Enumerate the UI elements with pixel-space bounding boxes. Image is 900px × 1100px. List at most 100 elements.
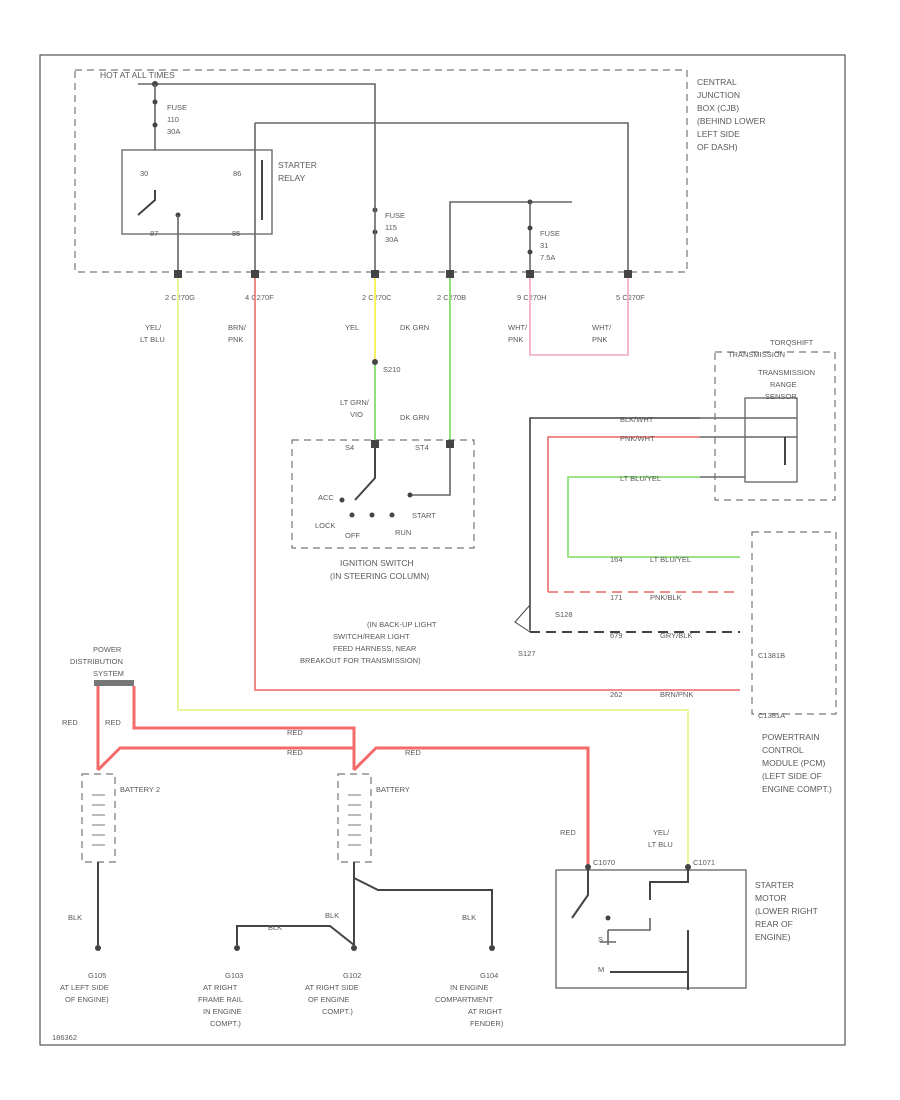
tr-pins	[700, 417, 797, 478]
svg-text:POWERTRAIN: POWERTRAIN	[762, 732, 819, 742]
conn-c270b: 2 C270B	[437, 293, 466, 302]
svg-text:ENGINE): ENGINE)	[755, 932, 791, 942]
hot-at-all-times-label: HOT AT ALL TIMES	[100, 70, 175, 80]
conn-c270f: 4 C270F	[245, 293, 274, 302]
svg-text:LEFT SIDE: LEFT SIDE	[697, 129, 740, 139]
svg-text:TORQSHIFT: TORQSHIFT	[770, 338, 814, 347]
pnk-wht-wire	[547, 436, 700, 592]
svg-text:SYSTEM: SYSTEM	[93, 669, 124, 678]
svg-text:STARTER: STARTER	[278, 160, 317, 170]
svg-text:SWITCH/REAR LIGHT: SWITCH/REAR LIGHT	[333, 632, 410, 641]
svg-text:LT GRN/: LT GRN/	[340, 398, 370, 407]
ign-start: START	[412, 511, 436, 520]
svg-text:115: 115	[385, 223, 397, 232]
wire-wht-pnk-label-2: WHT/PNK	[592, 323, 612, 344]
pcm-w-ltblu: LT BLU/YEL	[650, 555, 691, 564]
relay-pin-85: 85	[232, 229, 240, 238]
svg-text:LT BLU: LT BLU	[140, 335, 165, 344]
pcm-w-pnkblk: PNK/BLK	[650, 593, 682, 602]
svg-text:ENGINE COMPT.): ENGINE COMPT.)	[762, 784, 832, 794]
conn-c270c: 2 C270C	[362, 293, 392, 302]
svg-text:WHT/: WHT/	[592, 323, 612, 332]
svg-text:IGNITION SWITCH: IGNITION SWITCH	[340, 558, 414, 568]
conn-c270f-2: 5 C270F	[616, 293, 645, 302]
svg-text:BOX (CJB): BOX (CJB)	[697, 103, 739, 113]
svg-text:REAR OF: REAR OF	[755, 919, 793, 929]
svg-text:PNK: PNK	[592, 335, 607, 344]
wire-dkgrn-label: DK GRN	[400, 323, 429, 332]
conn-c270h: 9 C270H	[517, 293, 547, 302]
starter-conn-b: C1071	[693, 858, 715, 867]
pcm-conn-a: C1381A	[758, 711, 785, 720]
svg-text:COMPT.): COMPT.)	[210, 1019, 241, 1028]
svg-text:STARTER: STARTER	[755, 880, 794, 890]
svg-text:AT RIGHT: AT RIGHT	[203, 983, 238, 992]
relay-label: STARTER RELAY	[278, 160, 317, 183]
svg-text:SENSOR: SENSOR	[765, 392, 797, 401]
svg-text:PNK: PNK	[228, 335, 243, 344]
svg-text:JUNCTION: JUNCTION	[697, 90, 740, 100]
splice-s128: S128	[555, 610, 573, 619]
svg-text:110: 110	[167, 115, 179, 124]
cjb-connector-pins	[174, 270, 632, 278]
splice-pointer	[514, 603, 531, 633]
pcm-w-262: 262	[610, 690, 623, 699]
ign-off: OFF	[345, 531, 360, 540]
svg-text:RELAY: RELAY	[278, 173, 306, 183]
blk-3: BLK	[325, 911, 339, 920]
battery-2	[81, 773, 116, 863]
svg-text:TRANSMISSION: TRANSMISSION	[758, 368, 815, 377]
svg-text:IN ENGINE: IN ENGINE	[450, 983, 488, 992]
yel-ltblu-wire	[177, 278, 689, 865]
battery-1	[337, 773, 372, 863]
svg-text:RANGE: RANGE	[770, 380, 797, 389]
relay-pin-86: 86	[233, 169, 241, 178]
footer-code: 186362	[52, 1033, 77, 1042]
svg-text:OF DASH): OF DASH)	[697, 142, 738, 152]
wire-brn-pnk-label: BRN/PNK	[228, 323, 247, 344]
relay-pin-87: 87	[150, 229, 158, 238]
tr-sensor-label: TRANSMISSION RANGE SENSOR	[758, 368, 815, 401]
pcm-w-164: 164	[610, 555, 623, 564]
svg-text:DISTRIBUTION: DISTRIBUTION	[70, 657, 123, 666]
red-3: RED	[287, 728, 303, 737]
starter-coil	[600, 918, 651, 945]
pcm-w-171: 171	[610, 593, 623, 602]
tr-sensor-box	[714, 351, 836, 501]
svg-text:G105: G105	[88, 971, 106, 980]
svg-text:AT RIGHT: AT RIGHT	[468, 1007, 503, 1016]
red-4: RED	[287, 748, 303, 757]
red-cables-2	[96, 746, 590, 865]
starter-wire-yel: YEL/LT BLU	[648, 828, 673, 849]
svg-text:OF ENGINE: OF ENGINE	[308, 995, 349, 1004]
wire-yel-label: YEL	[345, 323, 359, 332]
svg-text:VIO: VIO	[350, 410, 363, 419]
svg-text:(LEFT SIDE OF: (LEFT SIDE OF	[762, 771, 822, 781]
battery-2-label: BATTERY 2	[120, 785, 160, 794]
ground-wires	[236, 862, 493, 946]
power-distribution-label: POWER DISTRIBUTION SYSTEM	[70, 645, 124, 678]
ign-run: RUN	[395, 528, 411, 537]
svg-text:YEL/: YEL/	[653, 828, 670, 837]
tr-wire-blk-wht: BLK/WHT	[620, 415, 654, 424]
svg-text:OF ENGINE): OF ENGINE)	[65, 995, 109, 1004]
wire-dkgrn-label-2: DK GRN	[400, 413, 429, 422]
tr-wire-ltblu-yel: LT BLU/YEL	[620, 474, 661, 483]
relay-pin-30: 30	[140, 169, 148, 178]
svg-text:30A: 30A	[385, 235, 398, 244]
blk-1: BLK	[68, 913, 82, 922]
starter-motor-box	[555, 869, 747, 989]
svg-text:FUSE: FUSE	[167, 103, 187, 112]
svg-text:31: 31	[540, 241, 548, 250]
battery-cells	[92, 794, 361, 846]
svg-text:CONTROL: CONTROL	[762, 745, 804, 755]
svg-text:MOTOR: MOTOR	[755, 893, 786, 903]
svg-text:POWER: POWER	[93, 645, 122, 654]
lt-blu-yel-wire	[567, 476, 740, 558]
